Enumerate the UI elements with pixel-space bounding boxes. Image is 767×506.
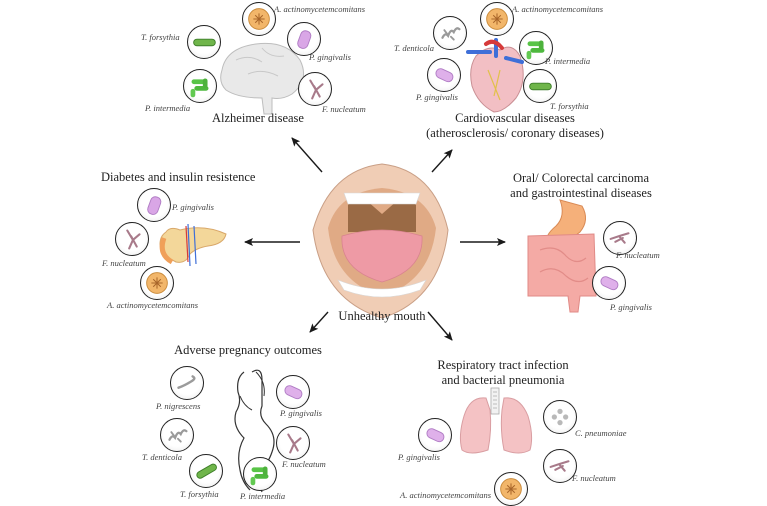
bacteria-label: F. nucleatum: [616, 250, 660, 260]
bacteria-label: F. nucleatum: [102, 258, 146, 268]
bubble-p-nigrescens: [170, 366, 204, 400]
bubble-a-actinomycetemcomitans: [480, 2, 514, 36]
bacteria-label: F. nucleatum: [282, 459, 326, 469]
bacteria-label: P. gingivalis: [172, 202, 214, 212]
center-label-unhealthy-mouth: Unhealthy mouth: [338, 309, 426, 323]
bacteria-label: P. gingivalis: [280, 408, 322, 418]
panel-title-respiratory: Respiratory tract infection and bacteria…: [428, 358, 578, 388]
c-pneumoniae-icon: [551, 408, 569, 426]
bacteria-label: P. intermedia: [240, 491, 286, 501]
panel-title-line: (atherosclerosis/ coronary diseases): [426, 126, 604, 140]
bacteria-label: F. nucleatum: [572, 473, 616, 483]
panel-title-alzheimer: Alzheimer disease: [212, 111, 304, 125]
bubble-f-nucleatum: [543, 449, 577, 483]
panel-title-cardiovascular: Cardiovascular diseases (atherosclerosis…: [425, 111, 605, 141]
bubble-p-intermedia: [519, 31, 553, 65]
bubble-t-forsythia: [187, 25, 221, 59]
arrow-to-alzheimer: [291, 137, 323, 173]
bacteria-label: P. nigrescens: [156, 401, 201, 411]
bacteria-label: A. actinomycetemcomitans: [274, 4, 366, 14]
panel-title-line: and bacterial pneumonia: [441, 373, 565, 387]
bubble-p-gingivalis: [427, 58, 461, 92]
bubble-a-actinomycetemcomitans: [242, 2, 276, 36]
bubble-a-actinomycetemcomitans: [494, 472, 528, 506]
bubble-p-gingivalis: [137, 188, 171, 222]
bubble-p-intermedia: [183, 69, 217, 103]
arrow-to-pregnancy: [309, 311, 329, 333]
bacteria-label: T. forsythia: [550, 101, 589, 111]
bacteria-label: T. forsythia: [180, 489, 219, 499]
bacteria-label: T. denticola: [142, 452, 182, 462]
panel-title-pregnancy: Adverse pregnancy outcomes: [174, 343, 322, 357]
bacteria-label: A. actinomycetemcomitans: [107, 300, 199, 310]
bacteria-label: P. gingivalis: [309, 52, 351, 62]
bacteria-label: A. actinomycetemcomitans: [512, 4, 604, 14]
bacteria-label: A. actinomycetemcomitans: [400, 490, 492, 500]
bacteria-label: C. pneumoniae: [575, 428, 627, 438]
bacteria-label: F. nucleatum: [322, 104, 366, 114]
a-actinomycetemcomitans-icon: [500, 478, 522, 500]
bubble-t-forsythia: [189, 454, 223, 488]
bubble-f-nucleatum: [298, 72, 332, 106]
bubble-t-forsythia: [523, 69, 557, 103]
bacteria-label: T. forsythia: [141, 32, 180, 42]
bubble-f-nucleatum: [115, 222, 149, 256]
panel-title-diabetes: Diabetes and insulin resistence: [101, 170, 256, 184]
bubble-p-intermedia: [243, 457, 277, 491]
bubble-p-gingivalis: [418, 418, 452, 452]
bacteria-label: P. intermedia: [545, 56, 591, 66]
bubble-a-actinomycetemcomitans: [140, 266, 174, 300]
bubble-t-denticola: [160, 418, 194, 452]
bubble-p-gingivalis: [287, 22, 321, 56]
panel-title-line: Respiratory tract infection: [437, 358, 569, 372]
bubble-f-nucleatum: [603, 221, 637, 255]
p-gingivalis-icon: [424, 426, 446, 444]
arrow-to-respiratory: [427, 311, 453, 341]
panel-title-line: and gastrointestinal diseases: [510, 186, 652, 200]
arrow-to-cardiovascular: [431, 149, 453, 173]
bubble-p-gingivalis: [276, 375, 310, 409]
bacteria-label: P. gingivalis: [610, 302, 652, 312]
bubble-f-nucleatum: [276, 426, 310, 460]
bubble-p-gingivalis: [592, 266, 626, 300]
panel-title-line: Oral/ Colorectal carcinoma: [512, 171, 650, 185]
bacteria-label: P. intermedia: [145, 103, 191, 113]
bacteria-label: P. gingivalis: [416, 92, 458, 102]
panel-title-line: Cardiovascular diseases: [455, 111, 575, 125]
bubble-c-pneumoniae: [543, 400, 577, 434]
bacteria-label: P. gingivalis: [398, 452, 440, 462]
bacteria-label: T. denticola: [394, 43, 434, 53]
bubble-t-denticola: [433, 16, 467, 50]
panel-title-colorectal: Oral/ Colorectal carcinoma and gastroint…: [500, 171, 662, 201]
